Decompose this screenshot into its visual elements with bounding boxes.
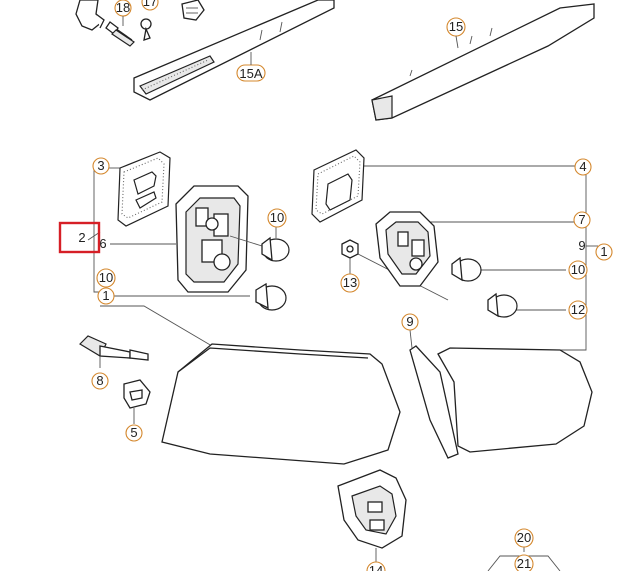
callout-12-label: 12 [571, 302, 585, 317]
bulb-holder-6 [175, 185, 249, 293]
callout-10-right[interactable]: 10 [568, 260, 588, 280]
callout-9-lower-label: 9 [406, 314, 413, 329]
callout-14-label: 14 [369, 563, 383, 571]
callout-4[interactable]: 4 [574, 158, 592, 176]
callout-13-label: 13 [343, 275, 357, 290]
bracket-part-14 [337, 469, 407, 562]
callout-12[interactable]: 12 [568, 300, 588, 320]
callout-7[interactable]: 7 [573, 211, 591, 229]
small-fastener-17 [140, 18, 152, 41]
clip-5 [123, 379, 151, 424]
callout-1-right[interactable]: 1 [595, 243, 613, 261]
screw-part-18 [105, 21, 135, 47]
callout-1-right-label: 1 [600, 244, 607, 259]
callout-5[interactable]: 5 [125, 424, 143, 442]
bulb-10-left [229, 226, 290, 262]
callout-21-label: 21 [517, 556, 531, 571]
callout-15a-label: 15A [239, 66, 262, 81]
callout-6[interactable]: 6 [99, 236, 106, 251]
callout-2[interactable]: 2 [78, 230, 101, 245]
callout-3[interactable]: 3 [92, 157, 110, 175]
callout-15[interactable]: 15 [446, 17, 466, 49]
trim-strip-15a [133, 0, 335, 101]
callout-20-label: 20 [517, 530, 531, 545]
bulb-10-right [451, 256, 482, 282]
callout-8[interactable]: 8 [91, 372, 109, 390]
callout-1-left[interactable]: 1 [97, 287, 115, 305]
gasket-seal-3 [117, 151, 171, 227]
callout-1-left-label: 1 [102, 288, 109, 303]
highlight-box [58, 221, 101, 254]
callout-10-left-a[interactable]: 10 [267, 208, 287, 228]
callout-18[interactable]: 18 [114, 0, 132, 26]
callout-7-label: 7 [578, 212, 585, 227]
callout-9-right[interactable]: 9 [578, 238, 585, 253]
tail-lamp-outer [100, 305, 401, 465]
callout-18-label: 18 [116, 0, 130, 15]
clip-part-top-left [75, 0, 105, 31]
callout-10-left-b-label: 10 [99, 270, 113, 285]
connector-part-top [181, 0, 205, 21]
callout-15-label: 15 [449, 19, 463, 34]
gasket-seal-4 [311, 149, 365, 223]
bulb-holder-7 [375, 211, 439, 287]
callout-6-label: 6 [99, 236, 106, 251]
callout-20[interactable]: 20 [514, 528, 534, 548]
bulb-12-right [487, 292, 518, 318]
callout-9-right-label: 9 [578, 238, 585, 253]
tail-lamp-inner [409, 329, 593, 459]
callout-4-label: 4 [579, 159, 586, 174]
callout-8-label: 8 [96, 373, 103, 388]
callout-5-label: 5 [130, 425, 137, 440]
callout-2-label: 2 [78, 230, 85, 245]
callout-14[interactable]: 14 [366, 561, 386, 571]
trim-strip-15 [371, 3, 595, 121]
callout-3-label: 3 [97, 158, 104, 173]
callout-9-lower[interactable]: 9 [401, 313, 419, 331]
callout-10-left-a-label: 10 [270, 210, 284, 225]
screw-8 [79, 335, 149, 368]
callout-17-label: 17 [143, 0, 157, 9]
callout-21[interactable]: 21 [514, 554, 534, 571]
callout-10-left-b[interactable]: 10 [96, 268, 116, 288]
nut-13 [341, 239, 359, 274]
callout-17[interactable]: 17 [141, 0, 159, 11]
callout-15a[interactable]: 15A [236, 52, 266, 82]
bulb-11-left [255, 282, 287, 311]
callout-13[interactable]: 13 [340, 273, 360, 293]
callout-10-right-label: 10 [571, 262, 585, 277]
